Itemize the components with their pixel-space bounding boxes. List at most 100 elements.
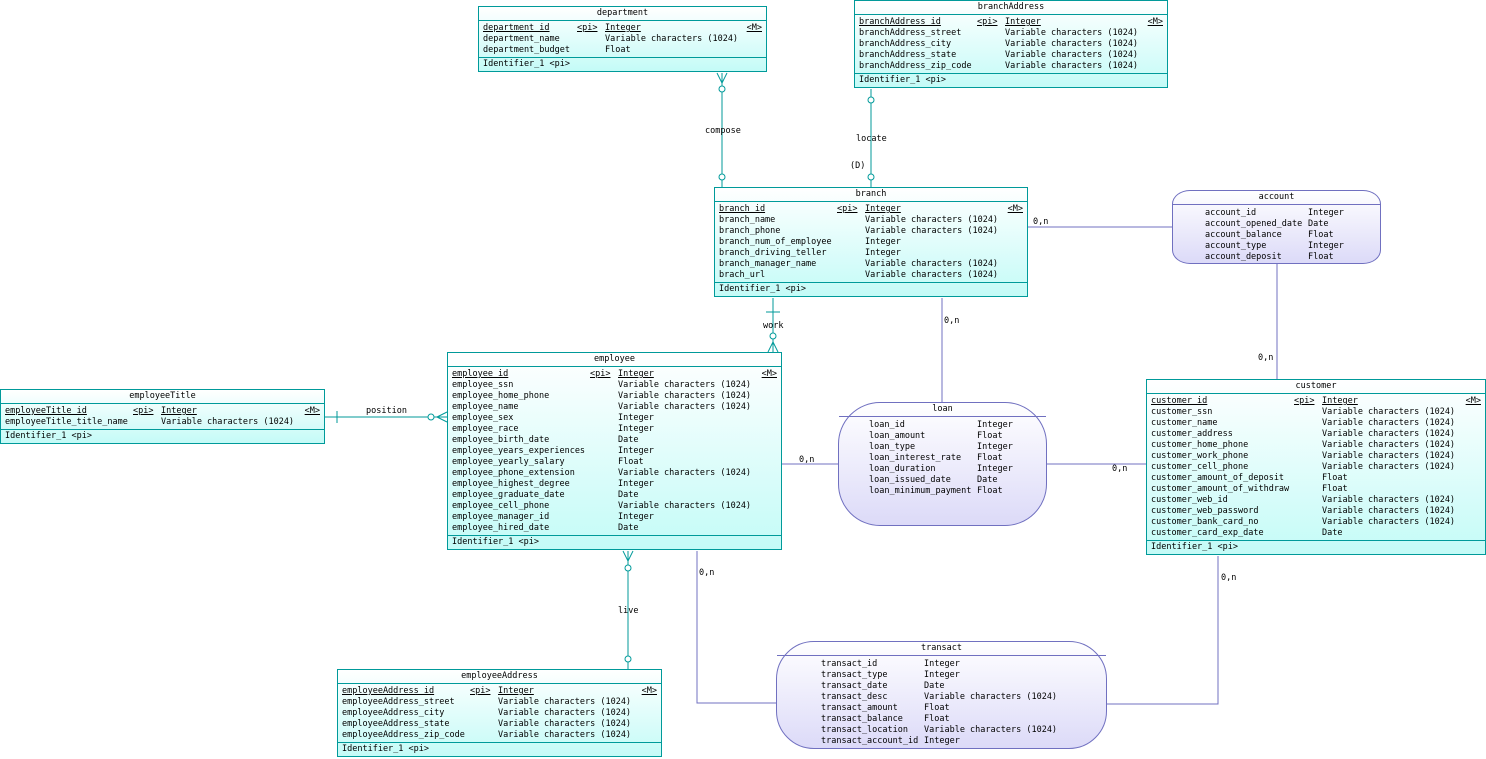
attribute-row[interactable]: employeeTitle_id<pi>Integer<M> [5, 406, 320, 417]
attribute-type: Variable characters (1024) [498, 719, 632, 729]
link-employee-transact [696, 551, 776, 704]
attribute-row[interactable]: branchAddress_id<pi>Integer<M> [859, 17, 1163, 28]
attribute-name: transact_type [821, 670, 888, 680]
label-card-branch-account: 0,n [1033, 217, 1049, 227]
attribute-name: employee_id [452, 369, 509, 379]
attribute-type: Integer [865, 248, 901, 258]
attribute-row[interactable]: branch_id<pi>Integer<M> [719, 204, 1023, 215]
entity-title: employee [448, 353, 781, 367]
entity-employeeTitle[interactable]: employeeTitle employeeTitle_id<pi>Integer… [0, 389, 325, 444]
crowfoot-compose [716, 72, 723, 84]
attribute-row[interactable]: customer_id<pi>Integer<M> [1151, 396, 1481, 407]
primary-identifier-marker: <pi> [133, 406, 154, 416]
attribute-type: Variable characters (1024) [1322, 451, 1456, 461]
attribute-row[interactable]: employee_id<pi>Integer<M> [452, 369, 777, 380]
entity-title: employeeTitle [1, 390, 324, 404]
attribute-name: loan_minimum_payment [869, 486, 972, 496]
label-card-employee-transact: 0,n [699, 568, 715, 578]
primary-identifier-marker: <pi> [470, 686, 491, 696]
attribute-type: Integer [618, 369, 654, 379]
label-compose: compose [705, 126, 741, 136]
attribute-type: Variable characters (1024) [1005, 50, 1139, 60]
attribute-name: employeeAddress_street [342, 697, 455, 707]
attribute-name: employee_graduate_date [452, 490, 565, 500]
attribute-row[interactable]: employeeAddress_id<pi>Integer<M> [342, 686, 657, 697]
attribute-row[interactable]: department_id<pi>Integer<M> [483, 23, 762, 34]
